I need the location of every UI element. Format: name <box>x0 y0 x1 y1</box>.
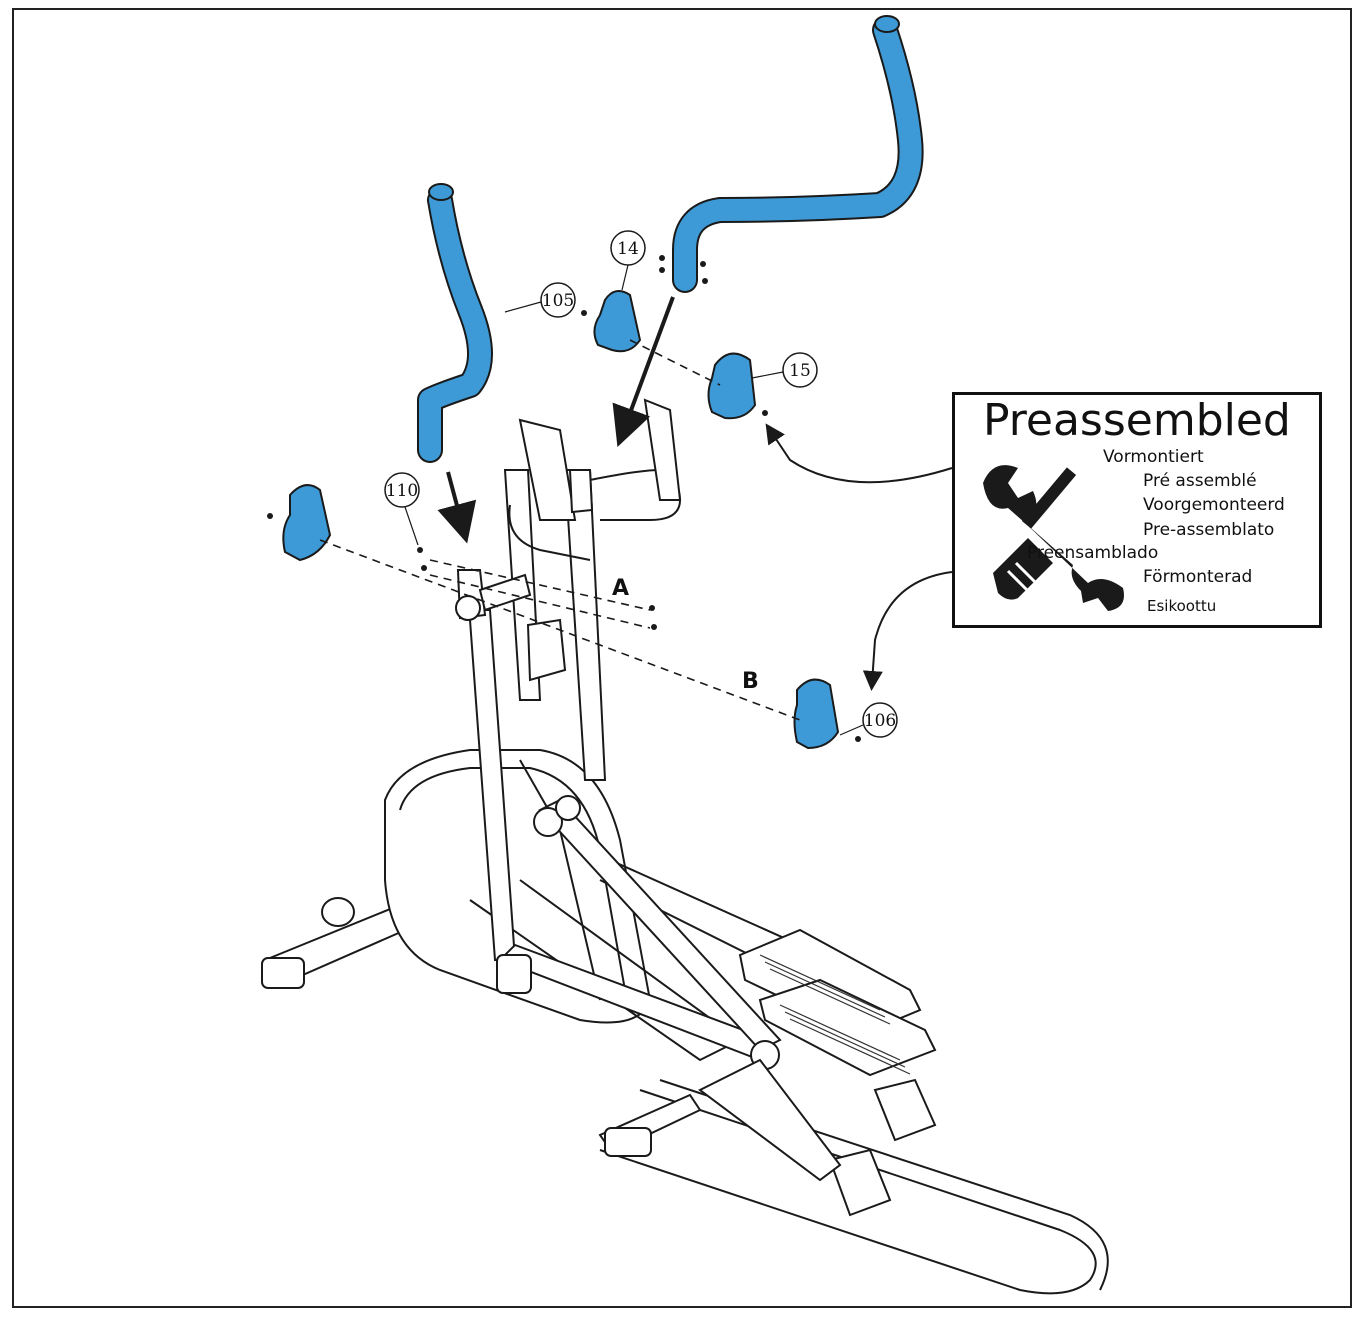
cover-part-left <box>282 484 332 562</box>
cover-part-106 <box>793 678 840 750</box>
label-a: A <box>612 576 629 601</box>
svg-text:110: 110 <box>386 481 418 501</box>
lang-preensamblado: Preensamblado <box>1027 543 1159 563</box>
svg-text:14: 14 <box>617 239 639 259</box>
cover-part-14 <box>593 290 642 353</box>
callout-106: 106 <box>839 702 898 738</box>
label-b: B <box>742 669 759 694</box>
preassembled-box: Preassembled Vormontiert Pré assemblé Vo… <box>952 392 1322 628</box>
callout-110: 110 <box>384 472 420 546</box>
alignment-lines <box>319 339 801 721</box>
handlebar-left-105 <box>417 183 493 463</box>
lang-formonterad: Förmonterad <box>1143 567 1253 587</box>
lang-pre-assemblato: Pre-assemblato <box>1143 520 1275 540</box>
handlebar-right <box>672 15 924 293</box>
bolts <box>267 255 861 742</box>
callout-105: 105 <box>504 282 576 318</box>
callout-curves <box>765 423 953 691</box>
lang-voorgemonteerd: Voorgemonteerd <box>1143 495 1285 515</box>
lang-pre-assemble: Pré assemblé <box>1143 471 1257 491</box>
callout-14: 14 <box>610 230 646 291</box>
preassembled-title: Preassembled <box>983 395 1291 446</box>
wrench-screwdriver-icon <box>983 465 1124 611</box>
lang-vormontiert: Vormontiert <box>1103 447 1204 467</box>
svg-text:105: 105 <box>542 291 574 311</box>
svg-text:106: 106 <box>864 711 896 731</box>
lang-esikoottu: Esikoottu <box>1147 597 1217 615</box>
diagram-frame <box>12 8 1352 1308</box>
trainer-frame <box>261 398 1109 1295</box>
svg-text:15: 15 <box>789 361 811 381</box>
assembly-arrows <box>437 296 675 544</box>
callout-15: 15 <box>751 352 818 388</box>
cover-part-15 <box>707 352 757 420</box>
